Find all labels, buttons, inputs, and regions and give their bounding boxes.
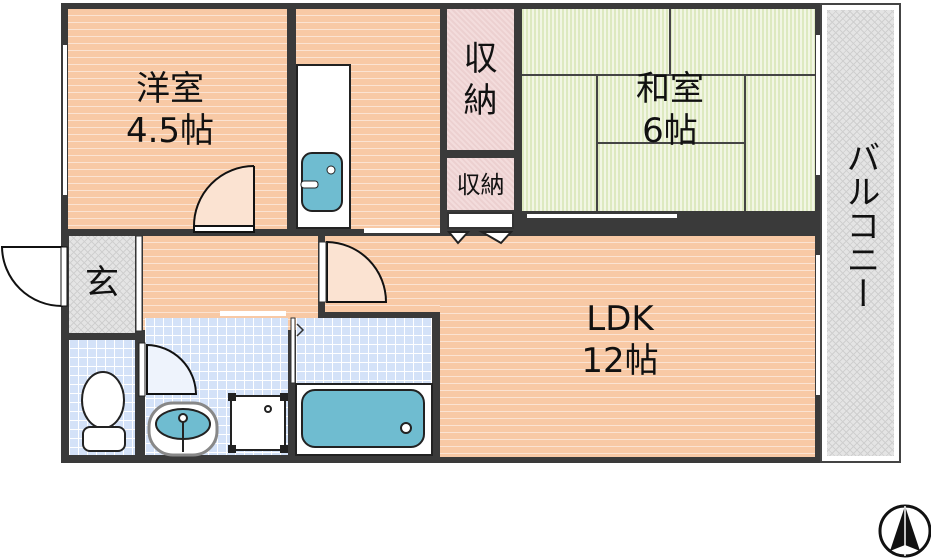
ldk-room-lower <box>440 300 815 457</box>
room-size: 12帖 <box>581 341 659 381</box>
room-name: 洋室 <box>136 69 204 109</box>
entrance-door <box>0 246 63 308</box>
western-room-door <box>192 165 255 233</box>
balcony-label: バルコニー <box>840 140 880 310</box>
room-name: 収 <box>463 39 498 79</box>
closet-large <box>447 9 514 150</box>
ldk-label: LDK 12帖 <box>560 298 680 382</box>
japanese-room-label: 和室 6帖 <box>610 68 730 152</box>
balcony <box>820 3 901 463</box>
washbasin-icon <box>147 401 219 457</box>
room-name: 納 <box>463 81 498 121</box>
room-size: 6帖 <box>642 111 698 151</box>
closet-small-label: 収納 <box>456 171 505 199</box>
entrance-label: 玄 <box>85 263 119 303</box>
kitchen-sink-icon <box>296 64 351 229</box>
room-name: LDK <box>586 299 654 339</box>
north-compass-icon <box>878 504 931 558</box>
closet-small <box>447 158 514 210</box>
closet-door-icon <box>446 231 514 245</box>
toilet-icon <box>81 371 126 452</box>
room-size: 4.5帖 <box>125 111 215 151</box>
closet-large-label: 収 納 <box>447 38 514 122</box>
western-room-label: 洋室 4.5帖 <box>110 68 230 152</box>
washroom-door <box>146 343 198 395</box>
entrance <box>69 236 135 333</box>
washing-machine-icon <box>228 393 288 453</box>
japanese-room <box>522 9 815 211</box>
ldk-room <box>325 236 815 312</box>
room-name: 和室 <box>636 69 704 109</box>
ldk-door <box>326 240 388 303</box>
tatami-lines <box>522 9 815 211</box>
bathtub-icon <box>295 383 433 456</box>
closet-door-strip <box>447 212 514 229</box>
